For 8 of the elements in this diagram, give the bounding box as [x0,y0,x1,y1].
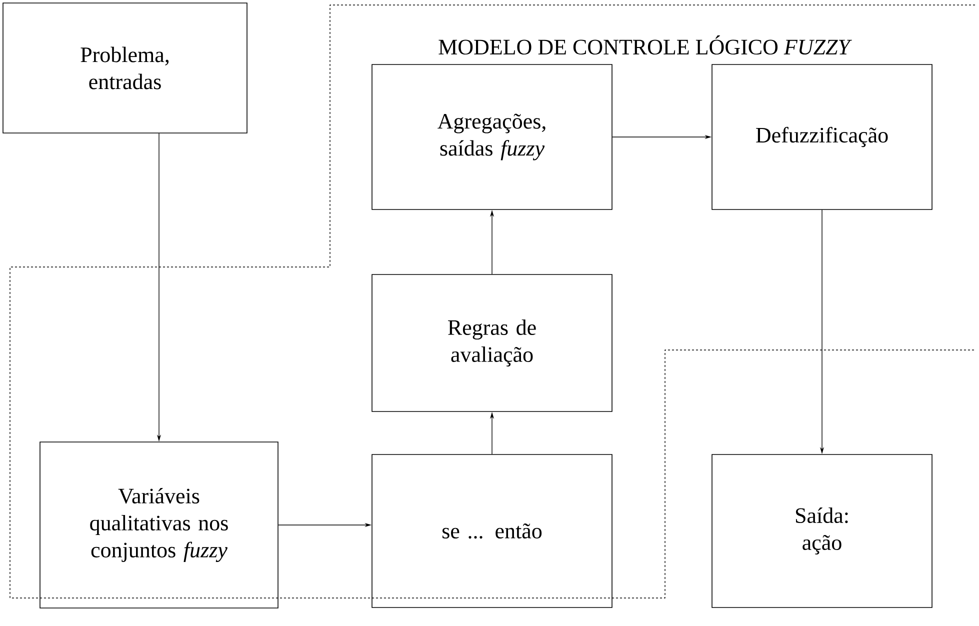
process-box: Problema, entradas [2,2,248,134]
process-box: Regras de avaliação [372,274,612,412]
process-box: Agregações, saídas fuzzy [372,64,612,210]
process-box: Saída: ação [712,454,932,608]
title: MODELO DE CONTROLE LÓGICO FUZZY [438,35,852,55]
process-box: Variáveis qualitativas nos conjuntos fuzzy [40,442,278,608]
process-box: Defuzzificação [712,64,932,210]
process-box: se ... então [372,454,612,608]
